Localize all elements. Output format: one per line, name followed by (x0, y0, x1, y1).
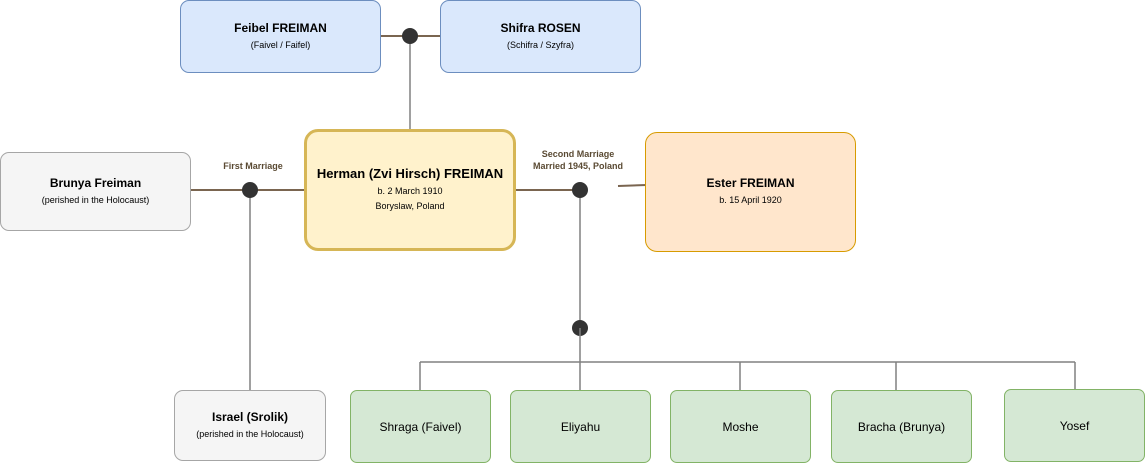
main-person-birth: b. 2 March 1910 (377, 186, 443, 196)
parents-junction-dot (402, 28, 418, 44)
second-spouse-birth: b. 15 April 1920 (719, 195, 782, 205)
child-name-4: Bracha (Brunya) (857, 419, 946, 434)
second-marriage-junction-dot (572, 182, 588, 198)
first-marriage-label: First Marriage (213, 160, 293, 172)
first-marriage-child-note: (perished in the Holocaust) (196, 428, 304, 439)
second-marriage-label-line1: Second Marriage (541, 149, 615, 159)
second-marriage-label: Second Marriage Married 1945, Poland (522, 148, 634, 172)
second-marriage-label-line2: Married 1945, Poland (532, 161, 624, 171)
child-box-4[interactable]: Bracha (Brunya) (831, 390, 972, 463)
main-person-box[interactable]: Herman (Zvi Hirsch) FREIMAN b. 2 March 1… (304, 129, 516, 251)
child-box-3[interactable]: Moshe (670, 390, 811, 463)
child-name-3: Moshe (722, 419, 759, 434)
father-name: Feibel FREIMAN (234, 20, 327, 35)
child-name-5: Yosef (1059, 418, 1090, 433)
child-box-2[interactable]: Eliyahu (510, 390, 651, 463)
first-marriage-child-box[interactable]: Israel (Srolik) (perished in the Holocau… (174, 390, 326, 461)
child-box-5[interactable]: Yosef (1004, 389, 1145, 462)
first-spouse-box[interactable]: Brunya Freiman (perished in the Holocaus… (0, 152, 191, 231)
first-marriage-child-name: Israel (Srolik) (211, 409, 289, 424)
first-marriage-label-text: First Marriage (223, 161, 283, 171)
first-spouse-name: Brunya Freiman (49, 175, 142, 190)
main-person-name: Herman (Zvi Hirsch) FREIMAN (316, 166, 504, 181)
second-spouse-name: Ester FREIMAN (706, 176, 795, 190)
mother-box[interactable]: Shifra ROSEN (Schifra / Szyfra) (440, 0, 641, 73)
father-aka: (Faivel / Faifel) (250, 39, 311, 50)
second-spouse-box[interactable]: Ester FREIMAN b. 15 April 1920 (645, 132, 856, 252)
child-name-2: Eliyahu (560, 419, 601, 434)
first-spouse-note: (perished in the Holocaust) (41, 194, 150, 205)
mother-aka: (Schifra / Szyfra) (506, 39, 574, 50)
child-box-1[interactable]: Shraga (Faivel) (350, 390, 491, 463)
father-box[interactable]: Feibel FREIMAN (Faivel / Faifel) (180, 0, 381, 73)
main-person-place: Boryslaw, Poland (375, 201, 445, 211)
first-marriage-junction-dot (242, 182, 258, 198)
child-name-1: Shraga (Faivel) (379, 419, 462, 434)
mother-name: Shifra ROSEN (500, 20, 581, 35)
